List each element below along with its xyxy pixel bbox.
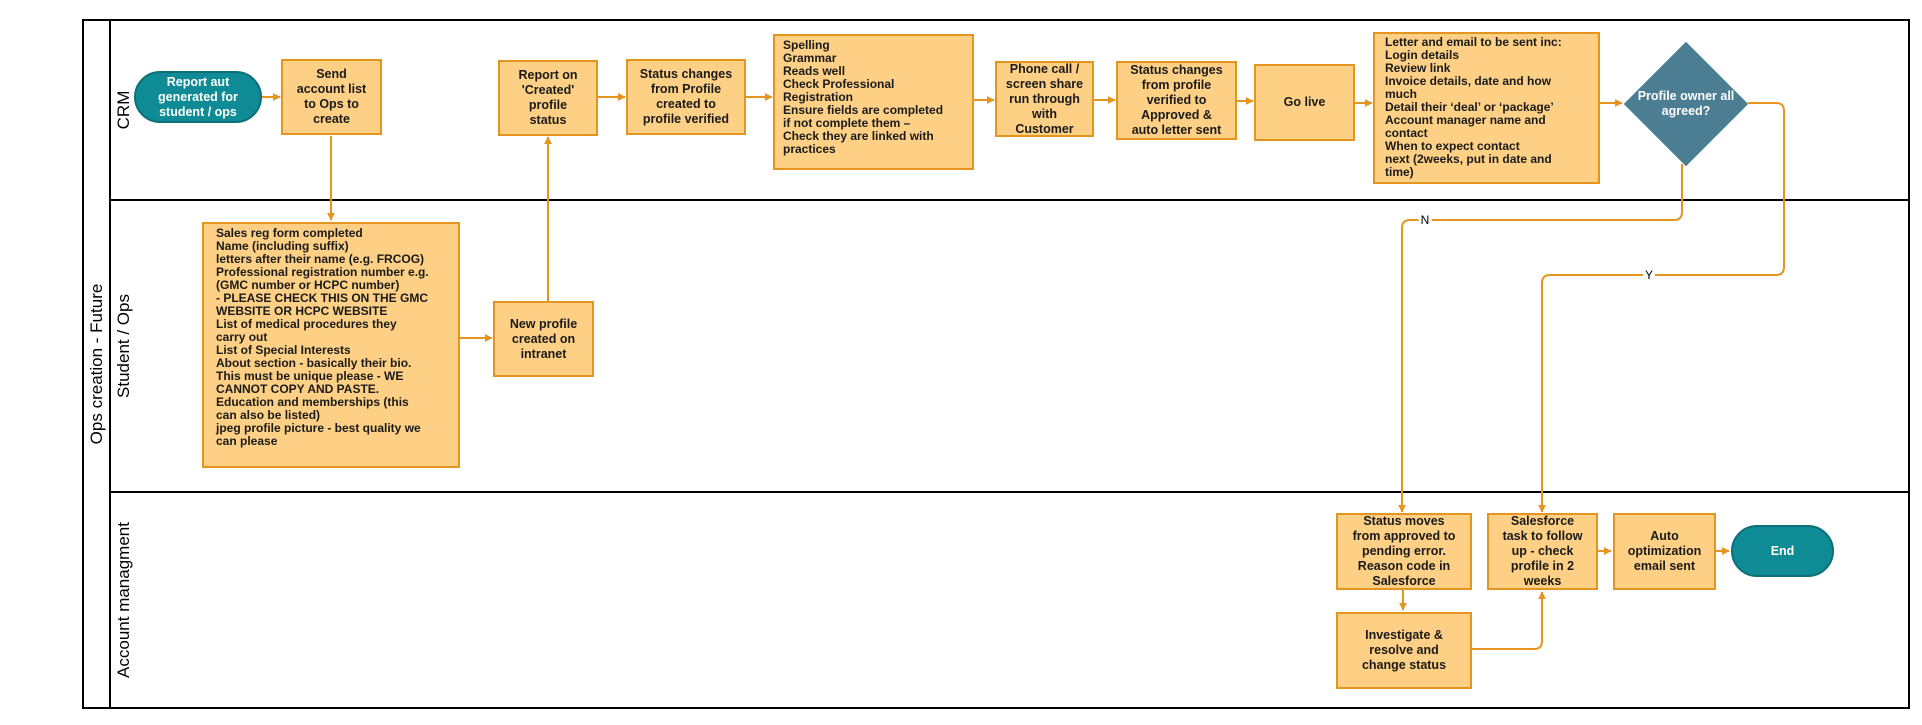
edge-decision-no [1398, 164, 1683, 513]
letter-email-box: Letter and email to be sent inc: Login d… [1373, 32, 1600, 184]
profile-checks-box: Spelling Grammar Reads well Check Profes… [773, 34, 974, 170]
sales-reg-form-box: Sales reg form completed Name (including… [202, 222, 460, 468]
edge-label-no: N [1418, 213, 1432, 227]
send-account-list-box: Send account list to Ops to create [281, 59, 382, 135]
report-start-terminal: Report aut generated for student / ops [134, 71, 262, 123]
decision-label: Profile owner all agreed? [1637, 89, 1735, 118]
pool-frame [82, 19, 1910, 709]
status-to-approved-box: Status changes from profile verified to … [1116, 61, 1237, 140]
connectors [262, 93, 1785, 650]
salesforce-task-box: Salesforce task to follow up - check pro… [1487, 513, 1598, 590]
auto-email-box: Auto optimization email sent [1613, 513, 1716, 590]
end-terminal: End [1731, 525, 1834, 577]
pool-title: Ops creation - Future [87, 283, 106, 445]
profile-agreed-decision: Profile owner all agreed? [1623, 41, 1749, 167]
phone-call-box: Phone call / screen share run through wi… [995, 61, 1094, 137]
new-profile-box: New profile created on intranet [493, 301, 594, 377]
status-moves-box: Status moves from approved to pending er… [1336, 513, 1472, 590]
lane-label-account-management: Account managment [114, 522, 133, 678]
edge-investigate-to-task [1472, 591, 1546, 650]
go-live-box: Go live [1254, 64, 1355, 141]
status-to-verified-box: Status changes from Profile created to p… [626, 59, 746, 135]
investigate-box: Investigate & resolve and change status [1336, 612, 1472, 689]
edge-label-yes: Y [1642, 268, 1656, 282]
edge-decision-yes [1538, 102, 1785, 513]
report-created-status-box: Report on 'Created' profile status [498, 60, 598, 136]
lane-label-student-ops: Student / Ops [114, 294, 133, 398]
lane-label-crm: CRM [114, 90, 133, 130]
